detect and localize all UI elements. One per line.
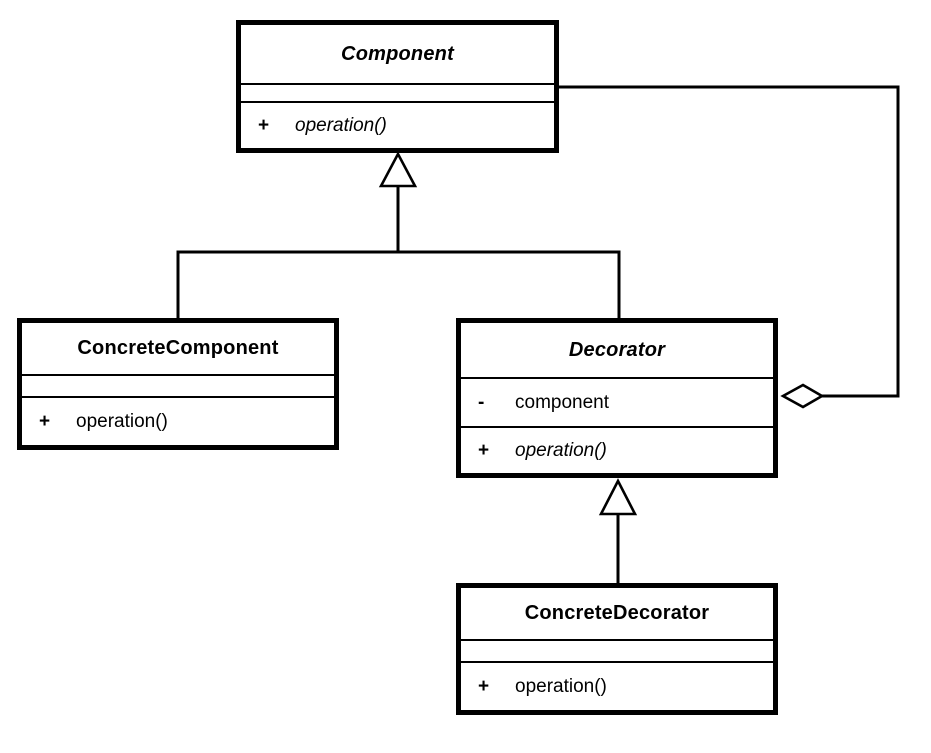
visibility-symbol: + — [258, 114, 270, 136]
aggregation-line — [559, 85, 900, 398]
operations-compartment-concrete-decorator: + operation() — [461, 663, 773, 710]
operation-signature: operation() — [295, 114, 387, 136]
visibility-symbol: + — [478, 439, 490, 461]
operations-compartment-component: + operation() — [241, 103, 554, 148]
class-title-decorator: Decorator — [461, 323, 773, 379]
operation-row: + operation() — [241, 103, 554, 148]
generalization-arrow-icon — [378, 151, 418, 188]
class-box-component: Component + operation() — [236, 20, 559, 153]
operation-row: + operation() — [461, 428, 773, 473]
class-box-decorator: Decorator - component + operation() — [456, 318, 778, 478]
operation-row: + operation() — [461, 663, 773, 710]
attribute-row: - component — [461, 379, 773, 426]
class-box-concrete-decorator: ConcreteDecorator + operation() — [456, 583, 778, 715]
attributes-compartment-concrete-component — [22, 376, 334, 398]
class-title-concrete-component: ConcreteComponent — [22, 323, 334, 376]
generalization-arrow-icon — [598, 478, 638, 516]
visibility-symbol: + — [478, 675, 490, 697]
operation-row: + operation() — [22, 398, 334, 445]
aggregation-diamond-icon — [780, 383, 825, 409]
operation-signature: operation() — [76, 410, 168, 432]
operations-compartment-concrete-component: + operation() — [22, 398, 334, 445]
aggregation-decorator-component — [559, 85, 900, 409]
operation-signature: operation() — [515, 439, 607, 461]
attributes-compartment-concrete-decorator — [461, 641, 773, 663]
attributes-compartment-component — [241, 85, 554, 103]
attribute-signature: component — [515, 391, 610, 413]
class-box-concrete-component: ConcreteComponent + operation() — [17, 318, 339, 450]
generalization-to-component — [176, 151, 621, 318]
operations-compartment-decorator: + operation() — [461, 428, 773, 473]
operation-signature: operation() — [515, 675, 607, 697]
class-title-component: Component — [241, 25, 554, 85]
attributes-compartment-decorator: - component — [461, 379, 773, 428]
class-title-concrete-decorator: ConcreteDecorator — [461, 588, 773, 641]
generalization-branch-line — [176, 250, 621, 318]
generalization-to-decorator — [598, 478, 638, 583]
visibility-symbol: + — [39, 410, 51, 432]
visibility-symbol: - — [478, 391, 485, 413]
